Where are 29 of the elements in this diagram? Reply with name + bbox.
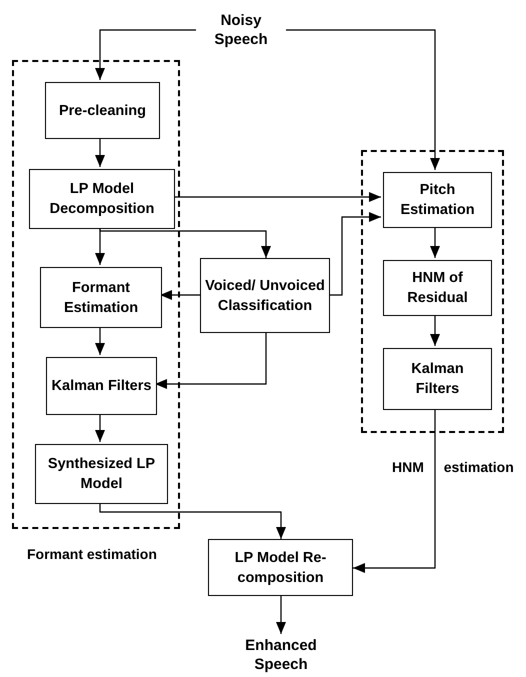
process-box: Kalman Filters (383, 348, 492, 410)
process-box: LP Model Decomposition (29, 169, 175, 229)
arrow (155, 333, 267, 389)
arrow (160, 290, 200, 300)
arrow (276, 596, 286, 634)
process-box: Kalman Filters (46, 357, 157, 415)
process-box: Pitch Estimation (383, 172, 492, 228)
arrow (430, 226, 440, 258)
arrow (95, 29, 196, 80)
group-caption: Formant estimation (27, 545, 157, 564)
arrow (353, 408, 436, 573)
process-box: Synthesized LP Model (35, 444, 168, 504)
arrow (99, 502, 286, 539)
arrow (430, 314, 440, 346)
signal-label: Noisy Speech (196, 10, 286, 50)
arrow (99, 227, 271, 258)
arrow (95, 326, 105, 355)
process-box: Formant Estimation (40, 267, 162, 328)
arrow (95, 137, 105, 167)
arrow (173, 192, 381, 202)
arrow (95, 413, 105, 442)
signal-label: Enhanced Speech (226, 634, 336, 676)
arrow (286, 29, 440, 170)
process-box: HNM of Residual (383, 260, 492, 316)
process-box: LP Model Re-composition (208, 539, 353, 596)
arrow (330, 212, 381, 296)
group-caption: HNM estimation (392, 458, 514, 477)
process-box: Pre-cleaning (45, 82, 160, 139)
process-box: Voiced/ Unvoiced Classification (200, 258, 330, 333)
